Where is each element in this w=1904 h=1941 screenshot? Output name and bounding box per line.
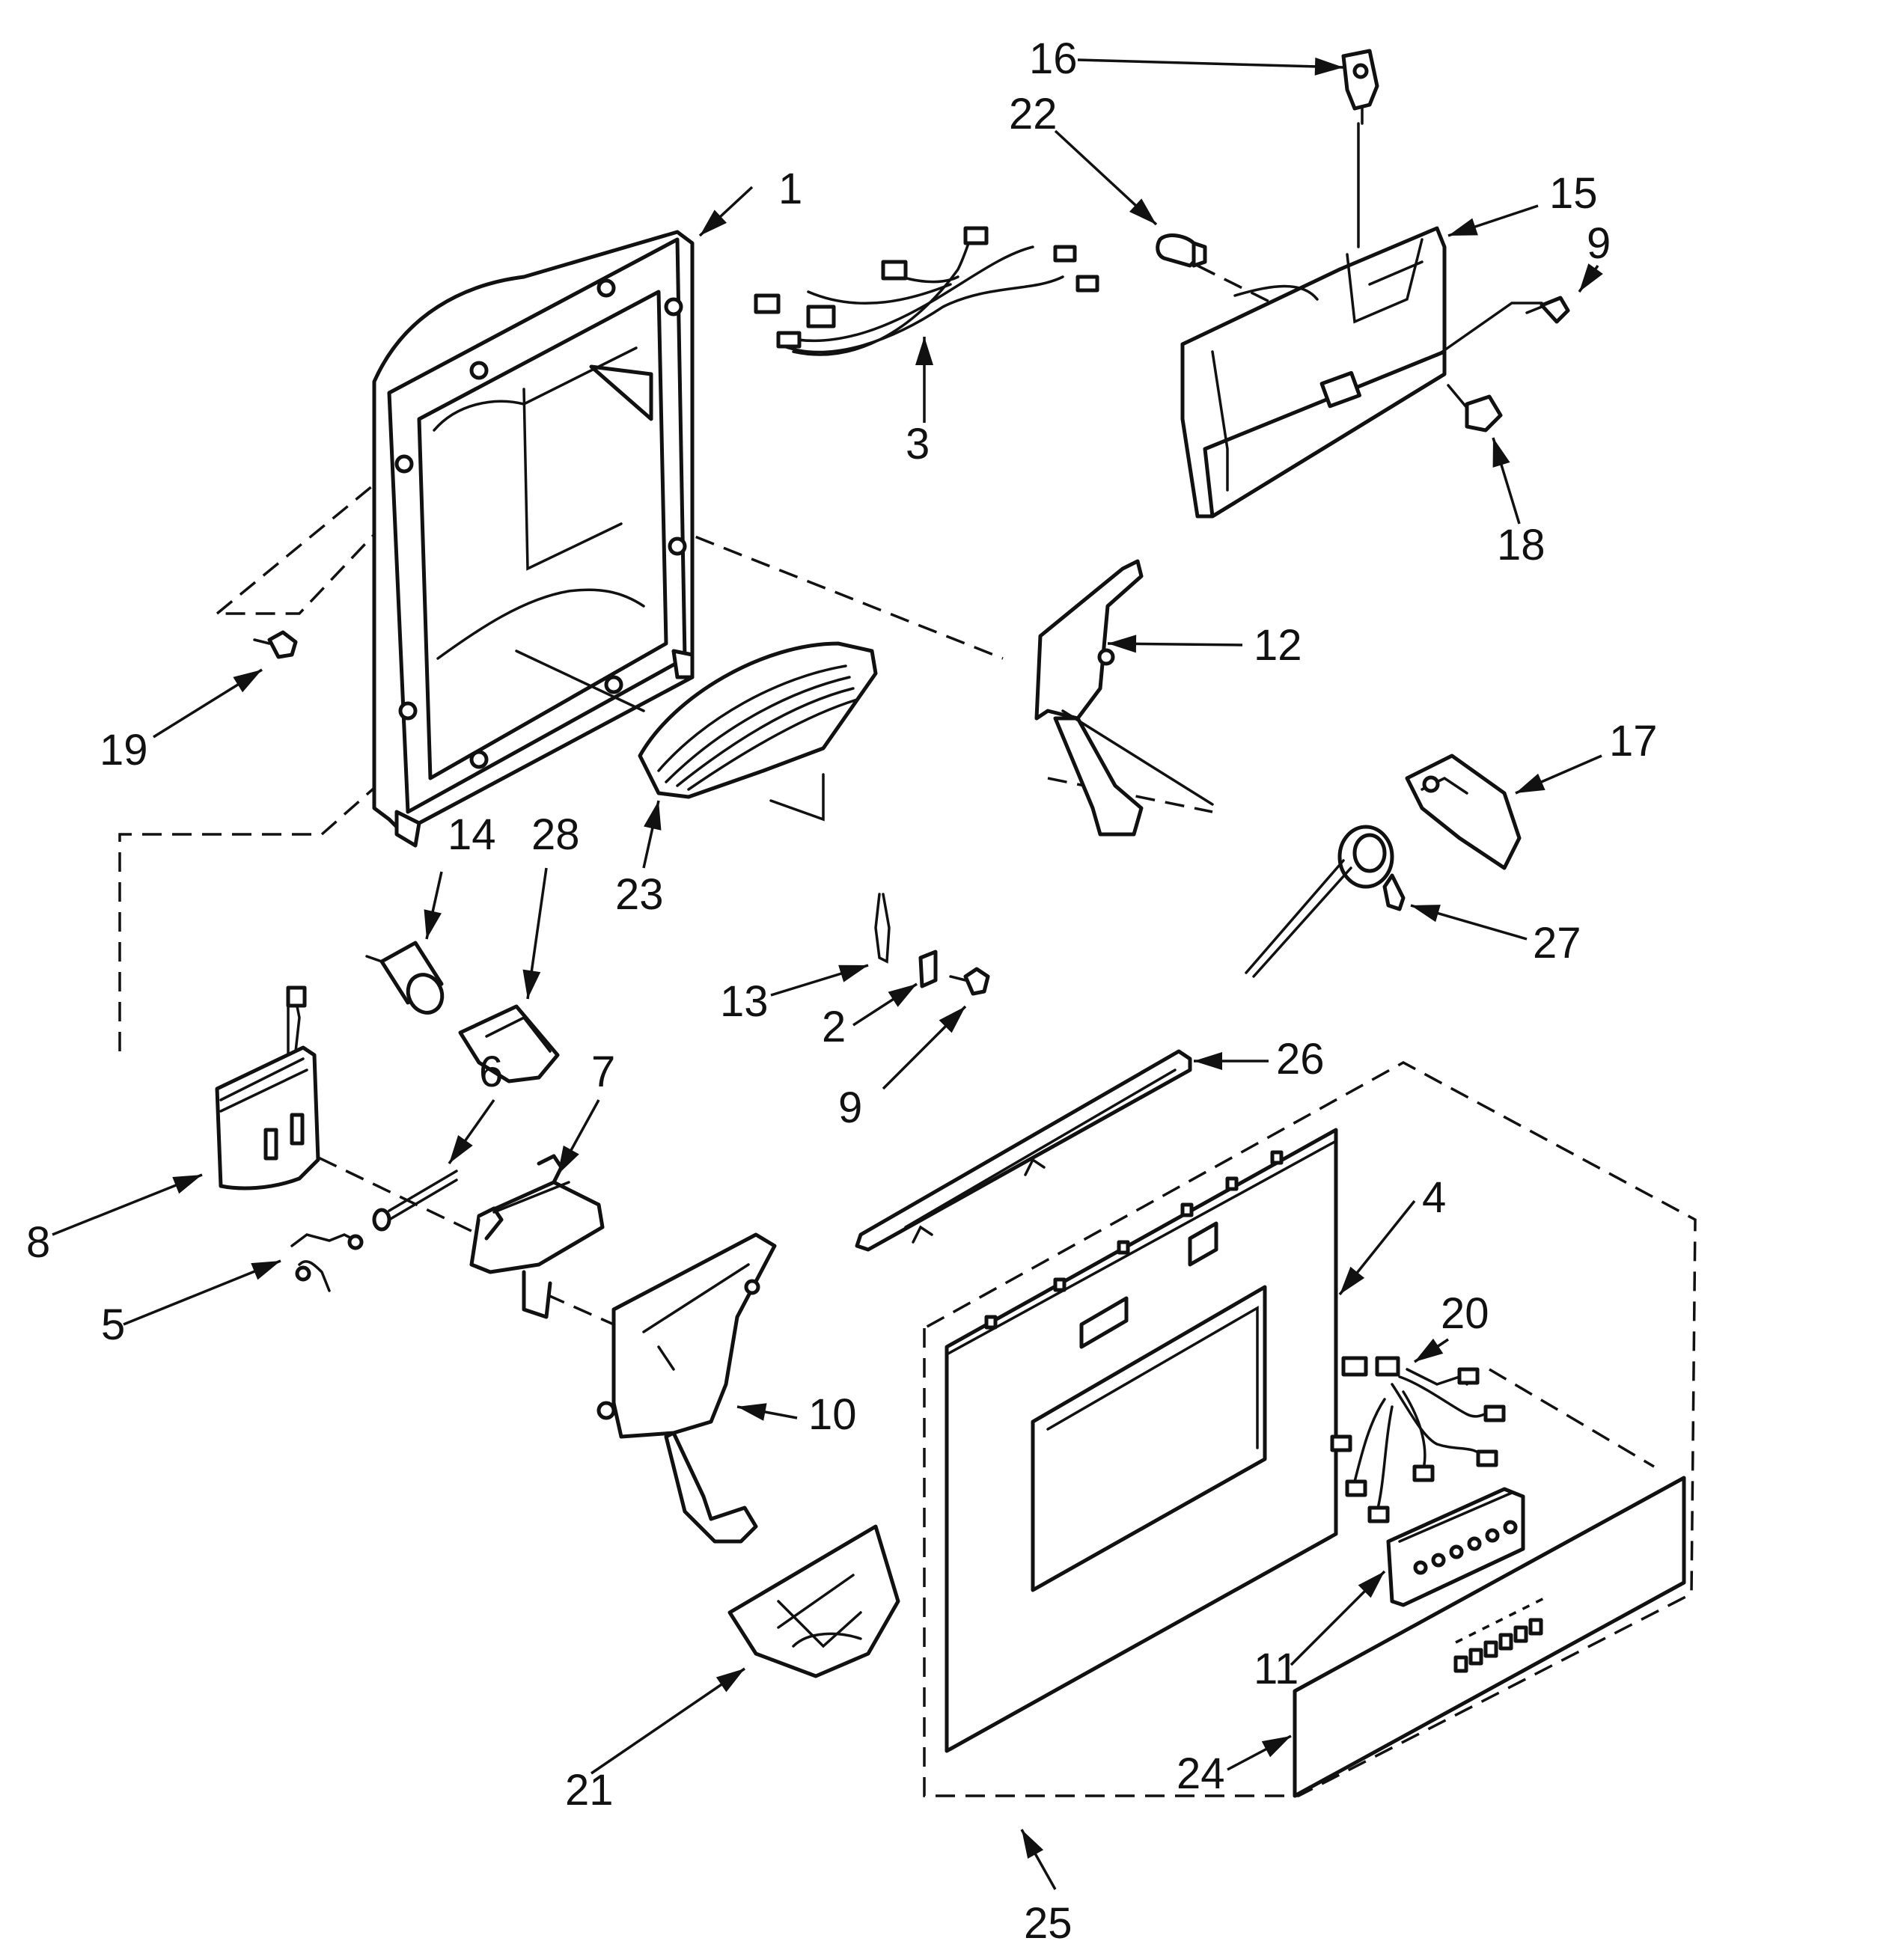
callout-9-upper: 9 <box>1587 219 1611 268</box>
callout-13: 13 <box>720 977 769 1026</box>
callout-3: 3 <box>906 420 930 468</box>
callout-15: 15 <box>1549 169 1598 218</box>
wire-harness-icon <box>754 226 1099 356</box>
dispenser-panel-icon <box>945 1128 1338 1753</box>
callout-17: 17 <box>1609 717 1658 765</box>
callout-11: 11 <box>1254 1645 1299 1693</box>
arrowhead-21 <box>715 1669 745 1693</box>
callout-4: 4 <box>1422 1173 1446 1222</box>
arrowhead-27 <box>1411 905 1441 923</box>
ice-actuator-icon <box>596 1232 777 1544</box>
housing-frame-icon <box>372 230 695 848</box>
cover-icon <box>458 1004 560 1083</box>
callout-12: 12 <box>1254 621 1302 670</box>
arrowhead-1 <box>700 210 727 236</box>
callout-1: 1 <box>778 165 802 213</box>
grille-icon <box>638 641 878 822</box>
arrowhead-20 <box>1415 1338 1444 1362</box>
leader-line-21 <box>591 1667 745 1775</box>
control-board-icon <box>1386 1487 1525 1607</box>
small-clip-icon <box>918 950 938 988</box>
arrowhead-4 <box>1340 1266 1365 1294</box>
light-bulb-icon <box>1156 233 1207 268</box>
label-panel-icon <box>1293 1476 1686 1798</box>
arrowhead-28 <box>522 969 541 999</box>
callout-23: 23 <box>615 870 664 919</box>
callout-24: 24 <box>1177 1749 1225 1798</box>
arrowhead-9c <box>939 1006 965 1033</box>
leader-arrows <box>52 57 1603 1890</box>
arrowhead-9u <box>1579 263 1603 292</box>
callout-22: 22 <box>1009 90 1058 138</box>
arrowhead-24 <box>1261 1736 1291 1758</box>
key-switch-icon <box>1341 49 1379 248</box>
arrowhead-6 <box>449 1135 473 1164</box>
callout-14: 14 <box>448 810 496 859</box>
drip-tray-icon <box>727 1524 900 1678</box>
screw-icon <box>1525 296 1570 324</box>
callout-10: 10 <box>808 1390 857 1439</box>
callout-28: 28 <box>531 810 580 859</box>
callout-19: 19 <box>100 726 148 774</box>
arrowhead-10 <box>737 1403 767 1421</box>
water-actuator-icon <box>1034 559 1214 837</box>
trim-strip-icon <box>855 1049 1192 1252</box>
callout-labels: 1 2 3 4 5 6 7 8 9 9 10 11 12 13 14 15 16… <box>26 34 1658 1941</box>
arrowhead-7 <box>558 1145 579 1175</box>
arrowhead-14 <box>424 909 442 939</box>
arrowhead-2 <box>888 984 917 1007</box>
callout-25: 25 <box>1024 1899 1072 1941</box>
arrowhead-8 <box>172 1175 202 1194</box>
solenoid-icon <box>215 985 320 1190</box>
callout-21: 21 <box>565 1766 614 1815</box>
callout-27: 27 <box>1533 919 1581 968</box>
callout-7: 7 <box>591 1048 615 1096</box>
connector-icon <box>1447 384 1503 432</box>
arrowhead-12 <box>1108 635 1137 653</box>
callout-6: 6 <box>479 1048 503 1096</box>
assembly-boundary-25 <box>923 1061 1697 1797</box>
leader-line-16 <box>1077 58 1344 69</box>
heater-icon <box>1245 825 1406 978</box>
callout-5: 5 <box>101 1300 125 1349</box>
arrowhead-25 <box>1022 1830 1044 1859</box>
arrowhead-5 <box>251 1261 281 1280</box>
arrowhead-17 <box>1516 773 1546 793</box>
callout-20: 20 <box>1441 1289 1489 1338</box>
wire-harness-icon-lower <box>1330 1356 1506 1523</box>
switch-housing-icon <box>1180 226 1543 519</box>
switch-spring-icon <box>874 893 891 964</box>
arrowhead-13 <box>838 965 868 982</box>
arrowhead-11 <box>1358 1571 1385 1598</box>
pin-icon <box>372 1170 458 1232</box>
arrowhead-23 <box>644 801 662 831</box>
callout-8: 8 <box>26 1218 50 1267</box>
screw-icon-center <box>949 967 990 996</box>
arrowhead-3 <box>915 337 933 365</box>
arrowhead-26 <box>1194 1052 1222 1070</box>
screw-icon-19 <box>253 630 298 659</box>
spring-icon <box>290 1233 364 1292</box>
callout-9-center: 9 <box>838 1083 862 1132</box>
arrowhead-22 <box>1129 198 1156 224</box>
arrowhead-19 <box>233 670 262 693</box>
hinge-bracket-icon <box>469 1154 605 1319</box>
callout-18: 18 <box>1497 521 1546 569</box>
callout-26: 26 <box>1276 1035 1325 1083</box>
arrowhead-18 <box>1492 438 1510 468</box>
callout-16: 16 <box>1029 34 1078 83</box>
mounting-bracket-icon <box>1405 754 1522 870</box>
callout-2: 2 <box>822 1003 846 1051</box>
arrowhead-15 <box>1448 218 1478 236</box>
motor-icon <box>365 941 445 1015</box>
arrowhead-16 <box>1314 57 1343 76</box>
